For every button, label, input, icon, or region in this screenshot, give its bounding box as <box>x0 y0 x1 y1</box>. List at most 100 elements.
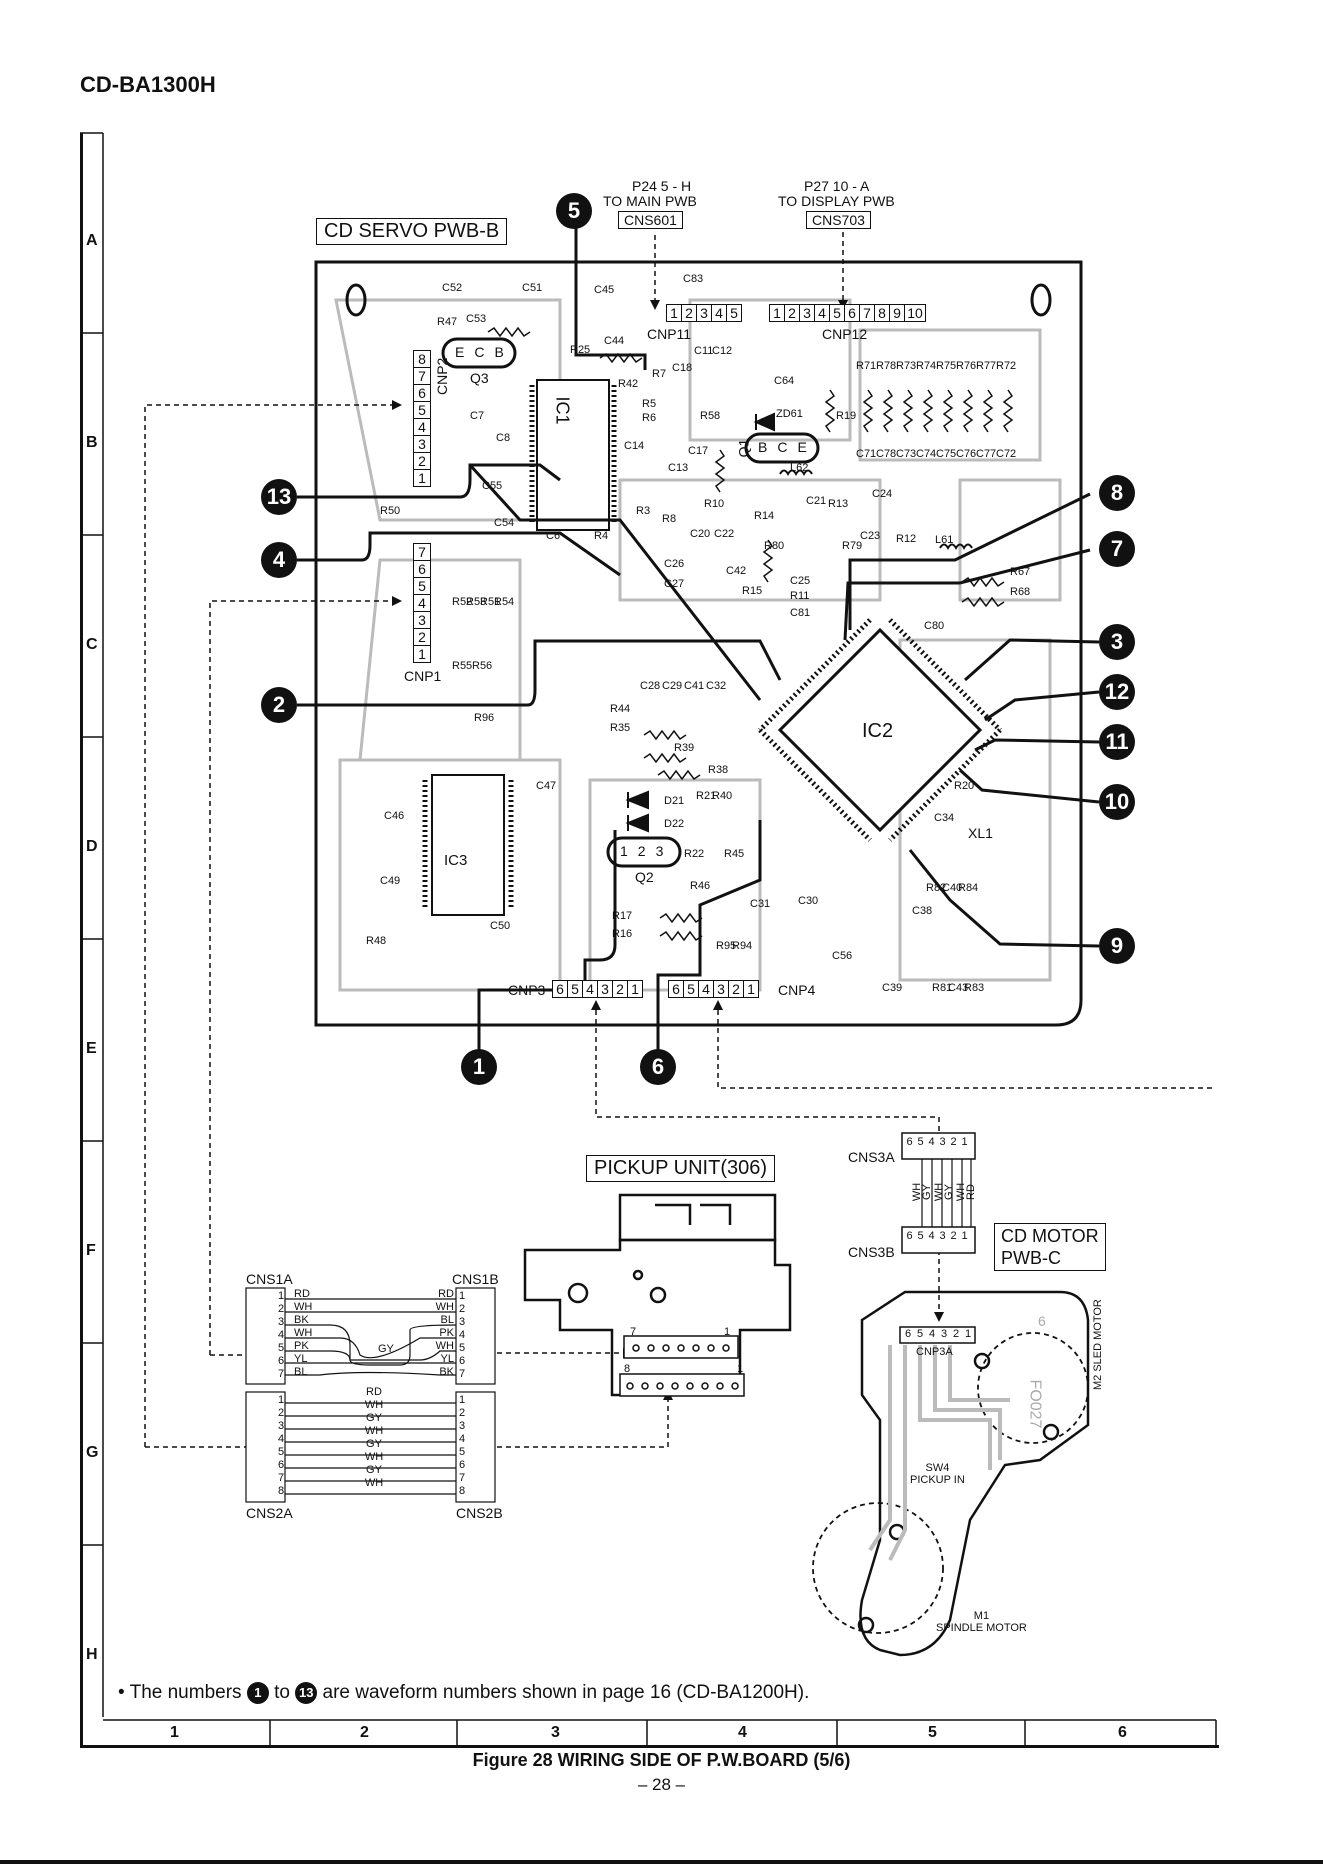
part-label: R3 <box>636 505 651 517</box>
cnp4-label: CNP4 <box>778 982 816 998</box>
part-label: R96 <box>474 712 495 724</box>
motor-board-traces <box>868 1345 1010 1561</box>
part-label: C21 <box>806 495 827 507</box>
cnp11-pin: 1 <box>667 305 682 321</box>
cnp11-label: CNP11 <box>647 326 692 342</box>
part-label: C64 <box>774 375 795 387</box>
cnp11-pin: 3 <box>697 305 712 321</box>
grid-row-f: F <box>86 1242 96 1259</box>
cnp4-connector: 6 5 4 3 2 1 <box>668 980 759 998</box>
cnp12-pin: 5 <box>830 305 845 321</box>
cnp2-pin: 4 <box>414 419 430 436</box>
part-label: R53 <box>466 596 487 608</box>
cnp11-pin: 5 <box>730 305 738 321</box>
grid-column-ruler <box>103 1719 1217 1745</box>
part-label: R83 <box>964 982 985 994</box>
cns1a-pin: 1 <box>278 1290 285 1302</box>
part-label: R40 <box>712 790 733 802</box>
wire-color: WH <box>364 1451 384 1463</box>
part-label: C8 <box>496 432 511 444</box>
wire-color: BK <box>439 1366 454 1378</box>
part-label: C43 <box>948 982 969 994</box>
cnp4-pin: 6 <box>669 981 684 997</box>
waveform-marker-9: 9 <box>1099 928 1135 964</box>
part-label: C83 <box>683 273 704 285</box>
resistor-array <box>487 326 1014 942</box>
cnp1-pin: 1 <box>418 646 426 662</box>
part-label: C78 <box>876 448 897 460</box>
cns2a-label: CNS2A <box>246 1505 293 1521</box>
waveform-footnote: • The numbers 1 to 13 are waveform numbe… <box>118 1682 810 1704</box>
grid-row-e: E <box>86 1040 97 1057</box>
part-label: R6 <box>642 412 657 424</box>
cnp2-pin: 2 <box>414 453 430 470</box>
waveform-marker-8: 8 <box>1099 475 1135 511</box>
wire-color: GY <box>366 1438 382 1450</box>
part-label: C32 <box>706 680 727 692</box>
cns703-box: CNS703 <box>806 211 871 229</box>
part-label: R13 <box>828 498 849 510</box>
cnp2-label: CNP2 <box>434 357 450 395</box>
grid-row-c: C <box>86 636 98 653</box>
cnp12-pin: 9 <box>890 305 905 321</box>
cnp2-connector: 8 7 6 5 4 3 2 1 <box>413 350 431 487</box>
cns1b-pin: 7 <box>459 1368 466 1380</box>
cns2a-pin: 5 <box>278 1446 285 1458</box>
part-label: R16 <box>612 928 633 940</box>
cnp3a-pin: 5 <box>916 1328 924 1340</box>
part-label: R67 <box>1010 566 1031 578</box>
part-label: C31 <box>750 898 771 910</box>
part-label: C44 <box>604 335 625 347</box>
cns601-box: CNS601 <box>618 211 683 229</box>
cnp12-label: CNP12 <box>822 326 868 342</box>
cns1a-colors: RD WH BK WH PK YL BL <box>294 1288 324 1379</box>
part-label: R75 <box>936 360 957 372</box>
part-label: R77 <box>976 360 997 372</box>
cns3b-pin: 1 <box>961 1230 968 1242</box>
part-label: R73 <box>896 360 917 372</box>
figure-caption: Figure 28 WIRING SIDE OF P.W.BOARD (5/6) <box>472 1750 851 1770</box>
part-label: D21 <box>664 795 685 807</box>
wire-color: PK <box>439 1327 454 1339</box>
cns2b-pin: 2 <box>459 1407 466 1419</box>
sled-motor-label: M2 SLED MOTOR <box>1092 1299 1104 1390</box>
part-label: R22 <box>684 848 705 860</box>
main-pwb-ref-line1: P24 5 - H <box>632 178 692 194</box>
cns2b-pin: 5 <box>459 1446 466 1458</box>
cns2a-pin: 4 <box>278 1433 285 1445</box>
page-number: – 28 – <box>637 1775 686 1794</box>
cns3b-pin: 5 <box>917 1230 924 1242</box>
wire-color: WH <box>294 1301 313 1313</box>
wire-color: RD <box>438 1288 454 1300</box>
part-label: R10 <box>704 498 725 510</box>
part-label: R55 <box>452 660 473 672</box>
wire-color: WH <box>435 1301 454 1313</box>
pickup-pin-label: 7 <box>630 1326 637 1338</box>
grid-col-6: 6 <box>1118 1724 1127 1741</box>
cns3b-pin: 3 <box>939 1230 946 1242</box>
cns3b-pins: 6 5 4 3 2 1 <box>904 1230 970 1242</box>
part-label: C73 <box>896 448 917 460</box>
cnp2-pin: 3 <box>414 436 430 453</box>
q2-pins: 123 <box>620 843 674 859</box>
cnp2-pin: 8 <box>414 351 430 368</box>
q2-label: Q2 <box>635 869 654 885</box>
diodes <box>625 412 775 833</box>
part-label: C39 <box>882 982 903 994</box>
part-label: R50 <box>380 505 401 517</box>
part-label: C40 <box>942 882 963 894</box>
part-label: R84 <box>958 882 979 894</box>
part-label: C77 <box>976 448 997 460</box>
waveform-marker-4: 4 <box>261 542 297 578</box>
grid-col-1: 1 <box>170 1724 179 1741</box>
waveform-marker-13: 13 <box>261 479 297 515</box>
cns2b-pin: 4 <box>459 1433 466 1445</box>
cns1a-pin: 4 <box>278 1329 285 1341</box>
part-label: R94 <box>732 940 753 952</box>
cnp2-pin: 6 <box>414 385 430 402</box>
cnp12-pin: 3 <box>800 305 815 321</box>
part-label: R47 <box>437 316 458 328</box>
cns1a-pin: 3 <box>278 1316 285 1328</box>
cns2-colors: RD WH GY WH GY WH GY WH <box>360 1386 388 1490</box>
part-label: C11 <box>694 345 714 357</box>
